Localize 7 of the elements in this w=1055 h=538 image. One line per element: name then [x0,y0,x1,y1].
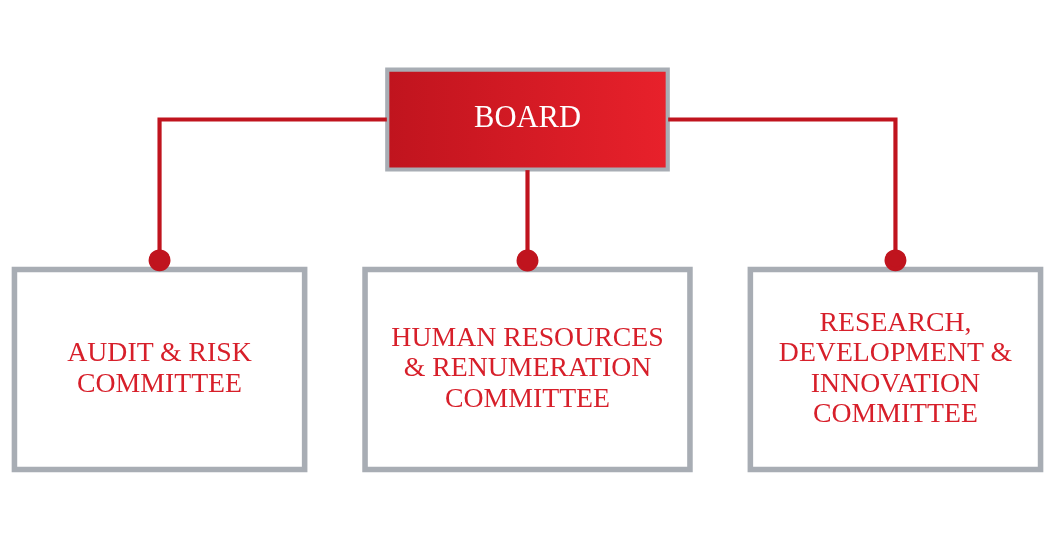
node-box: BOARD [385,66,670,172]
connector [148,116,387,271]
node-box: AUDIT & RISK COMMITTEE [11,266,308,472]
connector [516,169,539,271]
node-box: HUMAN RESOURCES & RENUMERATION COMMITTEE [362,266,693,472]
node-box: RESEARCH, DEVELOPMENT & INNOVATION COMMITTEE [747,266,1044,472]
connector [668,116,907,271]
